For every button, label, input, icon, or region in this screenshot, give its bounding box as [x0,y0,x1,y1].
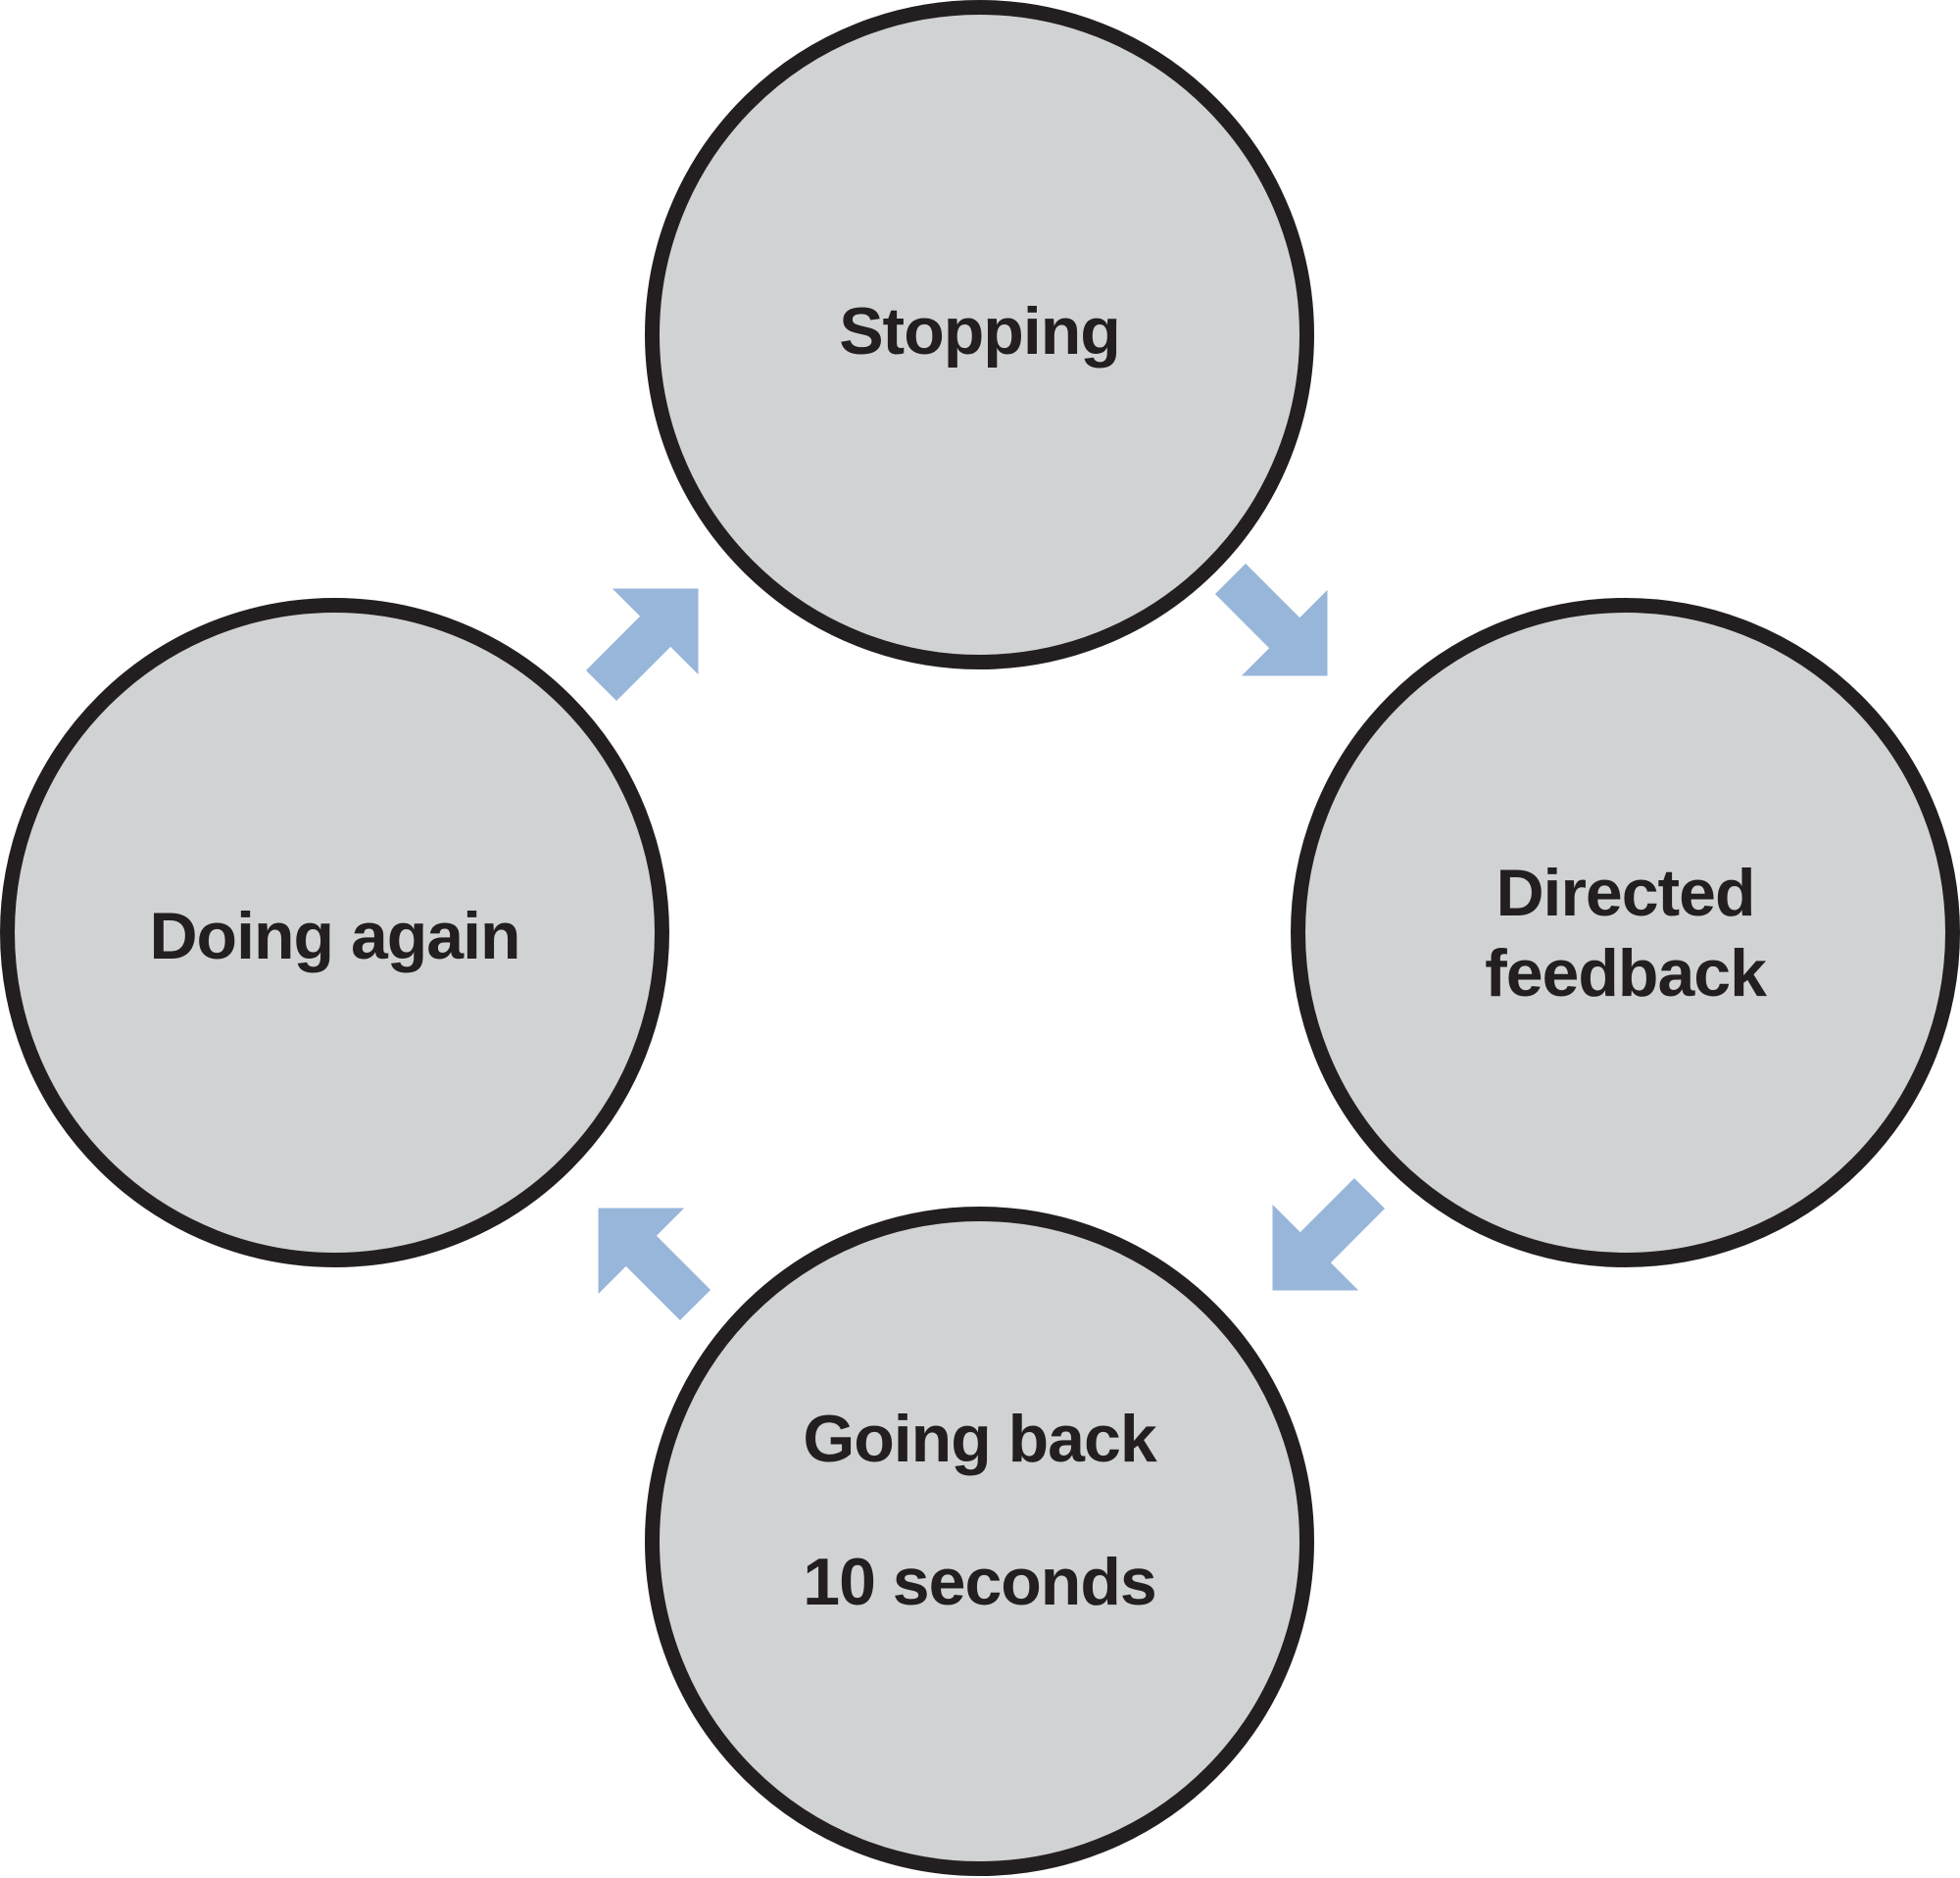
node-directed-feedback-label-line-1: Directed [1495,855,1755,930]
arrow-doing-again-to-stopping-icon [558,545,742,729]
node-directed-feedback: Directed feedback [1291,598,1960,1267]
node-stopping-label-line-1: Stopping [839,293,1121,369]
arrow-directed-feedback-to-going-back-icon [1229,1150,1413,1334]
node-directed-feedback-label-line-2: feedback [1485,935,1767,1011]
node-doing-again-label-line-1: Doing again [149,898,520,973]
node-going-back-label-line-1: Going back [803,1401,1156,1476]
node-stopping: Stopping [645,0,1314,669]
node-going-back-label-line-2: 10 seconds [803,1544,1156,1619]
node-doing-again: Doing again [0,598,669,1267]
arrow-going-back-to-doing-again-icon [555,1164,739,1349]
node-going-back: Going back 10 seconds [645,1207,1314,1876]
